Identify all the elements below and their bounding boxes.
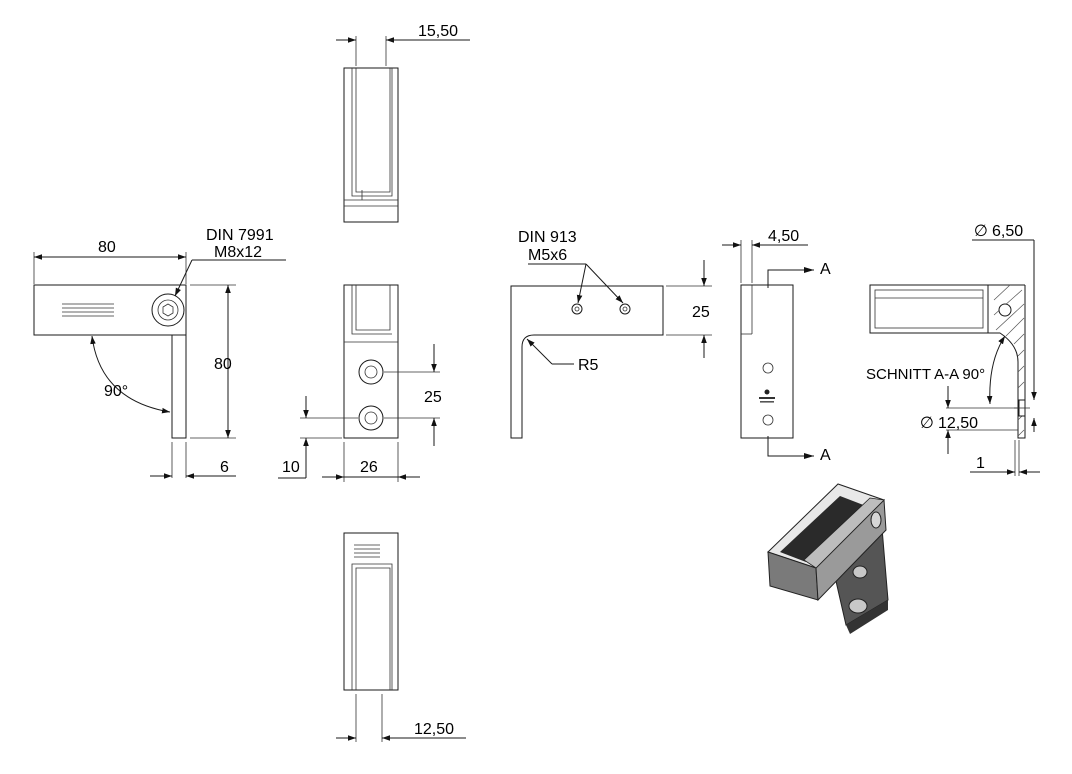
hole-icon [762, 414, 774, 426]
angle-label: 90° [104, 383, 128, 400]
middle-view: DIN 913 M5x6 25 R5 [510, 229, 712, 439]
dim-hole-spacing: 25 [424, 389, 442, 406]
section-title: SCHNITT A-A 90° [866, 366, 985, 383]
hole-icon [762, 362, 774, 374]
logo-mark-icon [759, 389, 775, 403]
dim-hole-offset: 10 [282, 459, 300, 476]
side-view: 25 10 26 [278, 284, 442, 482]
hole-lower-icon [358, 405, 384, 431]
hatching [993, 284, 1025, 437]
dim-step: 1 [976, 455, 985, 472]
countersunk-screw-icon [151, 293, 185, 327]
bottom-view: 12,50 [336, 532, 466, 742]
isometric-render [767, 483, 889, 634]
diameter-symbol-large: ∅ [920, 415, 934, 432]
top-view: 15,50 [336, 23, 470, 223]
screw-standard-label: DIN 7991 [206, 227, 274, 244]
engraving-lines [354, 544, 380, 558]
section-hole-icon [998, 303, 1012, 317]
hole-upper-icon [358, 359, 384, 385]
dim-top-gap: 15,50 [418, 23, 458, 40]
dim-front-width: 80 [98, 239, 116, 256]
set-screw-size-label: M5x6 [528, 247, 567, 264]
section-view: SCHNITT A-A 90° ∅ 6,50 ∅ 12,50 1 [866, 223, 1040, 476]
engraving-lines [62, 303, 114, 317]
dim-hole-large: 12,50 [938, 415, 978, 432]
dim-bottom-gap: 12,50 [414, 721, 454, 738]
set-screw-standard-label: DIN 913 [518, 229, 577, 246]
section-mark-bottom: A [820, 447, 831, 464]
section-side-view: 4,50 A A [722, 228, 831, 464]
dim-hole-small: 6,50 [992, 223, 1023, 240]
dim-middle-height: 25 [692, 304, 710, 321]
section-mark-top: A [820, 261, 831, 278]
dim-side-width: 26 [360, 459, 378, 476]
dim-front-height: 80 [214, 356, 232, 373]
radius-label: R5 [578, 357, 599, 374]
screw-size-label: M8x12 [214, 244, 262, 261]
dim-front-plate: 6 [220, 459, 229, 476]
set-screw-left-icon [571, 303, 583, 315]
diameter-symbol-small: ∅ [974, 223, 988, 240]
dim-thickness: 4,50 [768, 228, 799, 245]
front-view: 80 80 6 90° DIN 7991 M8x12 [33, 227, 286, 479]
set-screw-right-icon [619, 303, 631, 315]
